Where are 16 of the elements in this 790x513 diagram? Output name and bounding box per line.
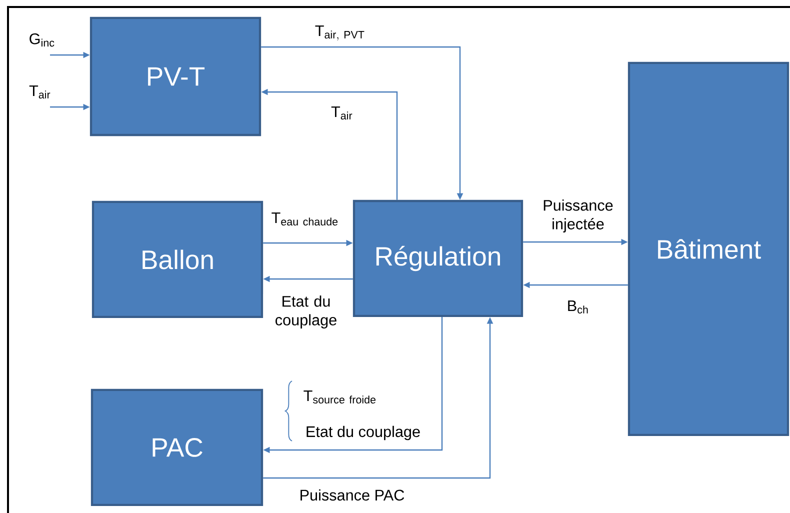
edge-label: T$_{air}$	[330, 105, 354, 121]
edge-label: $\mathrm{T}_{\mathrm{eau\ chaude}}$	[270, 211, 340, 227]
edge-label: B$_{ch}$	[566, 299, 590, 315]
edge-label: $\mathrm{T}_{\mathrm{air,\ PVT}}$	[314, 24, 366, 42]
edge-label: G$_{inc}$	[28, 32, 56, 48]
process-box: PAC	[90, 388, 264, 506]
process-box: PV-T	[90, 16, 262, 136]
edge-label: T$_{air}$	[28, 84, 52, 100]
edge-label: Puissance injectée	[535, 198, 621, 234]
process-box: Régulation	[352, 200, 524, 318]
process-box: Ballon	[92, 200, 264, 318]
signal-label: $\mathrm{T}_{\mathrm{source\ froide}}$	[304, 390, 376, 404]
edge-label: Etat du couplage	[304, 424, 422, 442]
process-box: Bâtiment	[628, 62, 790, 436]
edge-label: Etat du couplage	[263, 294, 349, 330]
edge-label: Puissance PAC	[298, 488, 406, 502]
